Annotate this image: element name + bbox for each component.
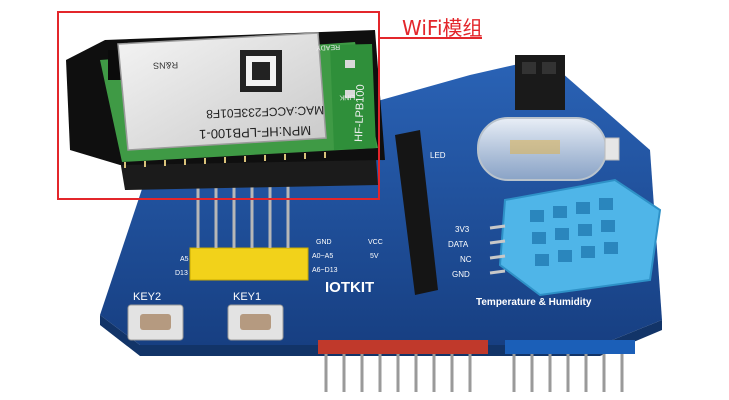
module-pin-link: LINK [339,93,355,101]
key1-label: KEY1 [233,291,261,303]
module-text-mac: MAC:ACCF233E01F8 [206,103,325,121]
left-pin-a0-a5: A0~A5 [312,253,333,260]
blue-header [505,340,635,392]
middle-header [395,130,438,295]
led-label: LED [430,151,446,160]
sensor-pin-3v3: 3V3 [455,225,470,234]
left-pin-d13: D13 [175,270,188,277]
sensor-label: Temperature & Humidity [476,297,592,308]
terminal-block [515,55,565,110]
dht11-sensor [489,178,662,297]
sensor-pin-data: DATA [448,240,469,249]
left-pin-a5: A5 [180,256,189,263]
module-pin-ready: READY [315,43,340,51]
callout-line [380,37,482,39]
left-pin-a6-d13: A6~D13 [312,267,338,274]
motor-tube [477,117,620,181]
sensor-pin-gnd: GND [452,270,470,279]
wifi-module-label: WiFi模组 [402,16,483,40]
key1-button [227,304,284,341]
key2-label: KEY2 [133,291,161,303]
sensor-pin-nc: NC [460,255,472,264]
module-side-label: HF-LPB100 [353,84,367,142]
left-pin-5v: 5V [370,253,379,260]
jumper-block [189,185,309,281]
key2-button [127,304,184,341]
module-text-mpn: MPN:HF-LPB100-1 [199,123,311,142]
left-pin-vcc: VCC [368,239,383,246]
module-text-rns: R&NS [153,60,178,71]
left-pin-gnd: GND [316,239,332,246]
wifi-module [66,30,385,190]
red-header [318,340,488,392]
wifi-module-highlight-box [57,11,380,200]
board-brand: IOTKIT [325,279,374,296]
